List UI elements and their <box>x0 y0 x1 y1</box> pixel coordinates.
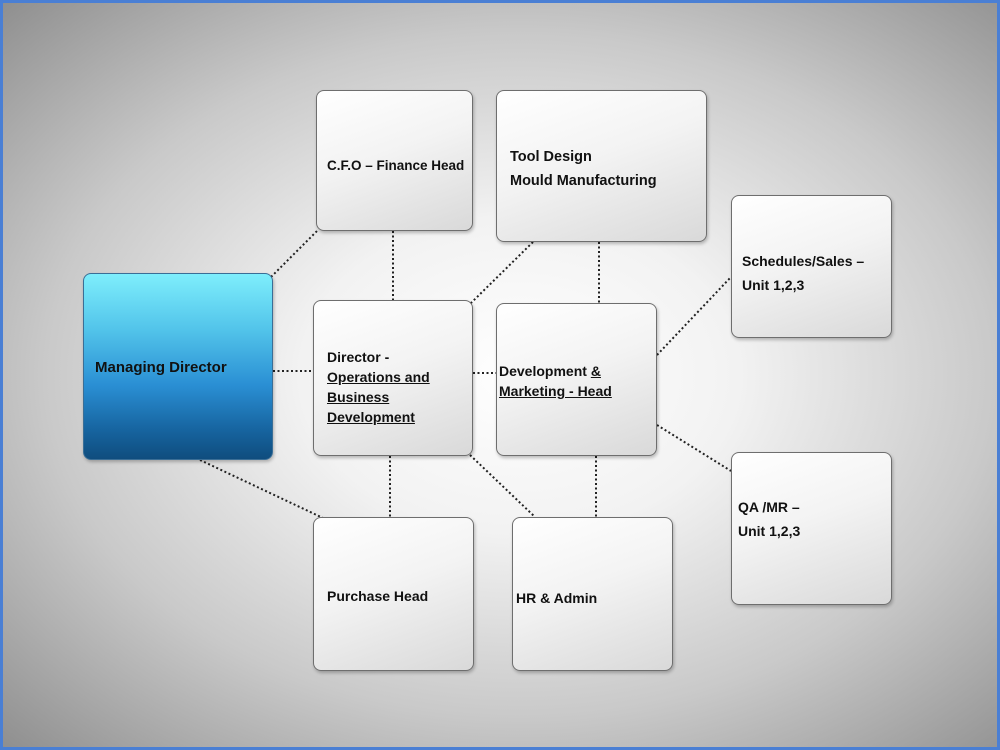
connector-managing_director-cfo <box>270 229 319 278</box>
node-label: Tool Design <box>510 149 592 165</box>
connector-director_ops-hr_admin <box>469 454 536 518</box>
node-label: Unit 1,2,3 <box>742 277 805 293</box>
node-label: C.F.O – Finance Head <box>327 158 465 173</box>
connector-lines <box>199 229 732 519</box>
node-label: Managing Director <box>95 359 227 376</box>
cfo-finance-head-box[interactable]: C.F.O – Finance Head <box>316 90 473 231</box>
connector-dev_marketing-schedules_sales <box>656 276 732 356</box>
tool-design-box[interactable]: Tool Design Mould Manufacturing <box>496 90 707 242</box>
node-label: Unit 1,2,3 <box>738 523 801 539</box>
development-marketing-box[interactable]: Development & Marketing - Head <box>496 303 657 456</box>
node-label: QA /MR – <box>738 499 800 515</box>
node-label: Operations and <box>327 369 430 385</box>
node-label: Development <box>499 363 591 379</box>
node-label: Development <box>327 409 415 425</box>
node-label: Marketing - Head <box>499 383 612 399</box>
node-label: Schedules/Sales – <box>742 253 865 269</box>
director-operations-box[interactable]: Director - Operations and Business Devel… <box>313 300 473 456</box>
managing-director-box[interactable]: Managing Director <box>83 273 273 460</box>
node-label: Business <box>327 389 390 405</box>
node-label: Director - <box>327 349 390 365</box>
node-label: Mould Manufacturing <box>510 173 657 189</box>
node-label: HR & Admin <box>516 590 598 606</box>
schedules-sales-box[interactable]: Schedules/Sales – Unit 1,2,3 <box>731 195 892 338</box>
hr-admin-box[interactable]: HR & Admin <box>512 517 673 671</box>
qa-mr-box[interactable]: QA /MR – Unit 1,2,3 <box>731 452 892 605</box>
connector-tool_design-director_ops <box>470 241 534 304</box>
node-label-line: Development & <box>499 361 612 381</box>
node-label: & <box>590 363 601 379</box>
purchase-head-box[interactable]: Purchase Head <box>313 517 474 671</box>
connector-dev_marketing-qa_mr <box>656 424 732 472</box>
connector-managing_director-purchase <box>199 459 324 519</box>
node-label: Purchase Head <box>327 588 429 604</box>
